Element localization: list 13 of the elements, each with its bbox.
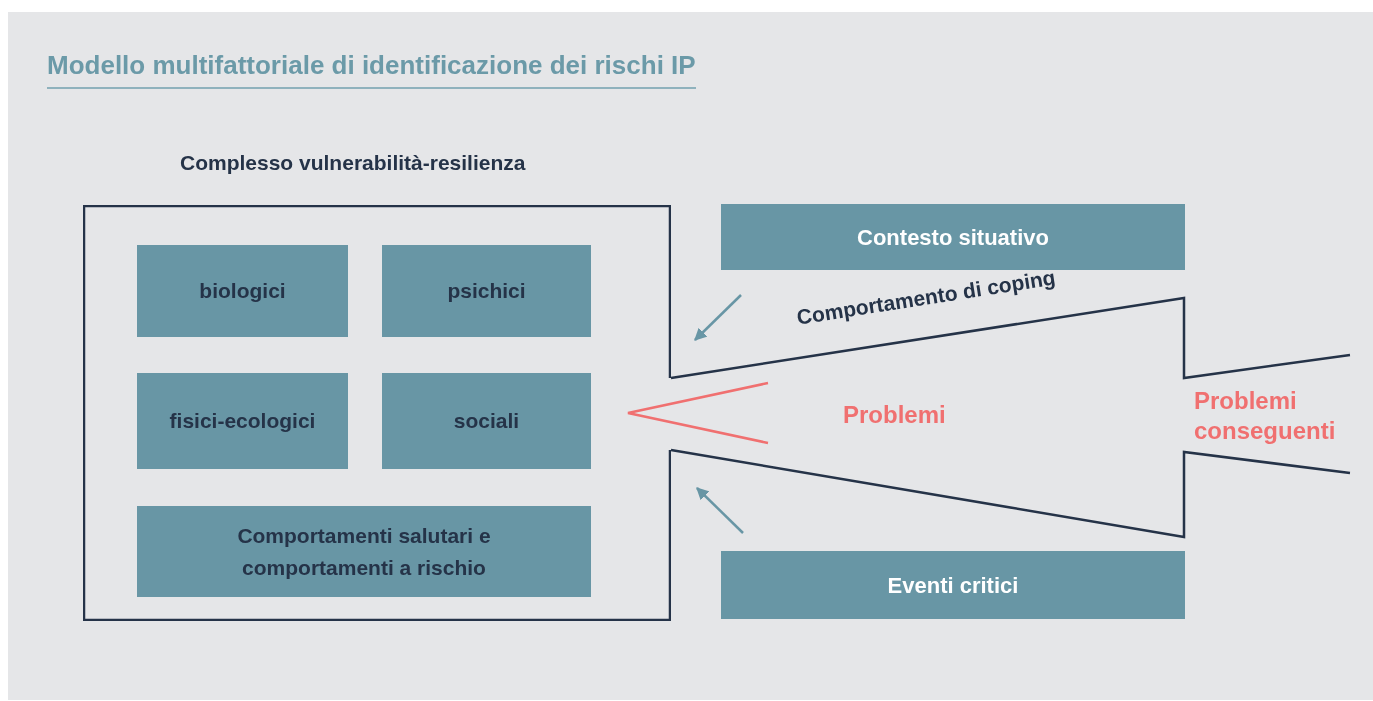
diagram-title: Modello multifattoriale di identificazione dei rischi IP xyxy=(47,50,696,89)
category-box: psichici xyxy=(382,245,591,337)
problem-label: Problemi xyxy=(843,400,946,430)
category-box: Contesto situativo xyxy=(721,204,1185,270)
category-box: biologici xyxy=(137,245,348,337)
problem-label: Problemi conseguenti xyxy=(1194,386,1337,446)
category-box: Eventi critici xyxy=(721,551,1185,619)
arrow xyxy=(696,487,744,534)
frame-heading: Complesso vulnerabilità-resilienza xyxy=(180,151,526,175)
category-box: Comportamenti salutari e comportamenti a rischio xyxy=(137,506,591,597)
category-box: sociali xyxy=(382,373,591,469)
arrow xyxy=(694,294,742,341)
category-box: fisici-ecologici xyxy=(137,373,348,469)
